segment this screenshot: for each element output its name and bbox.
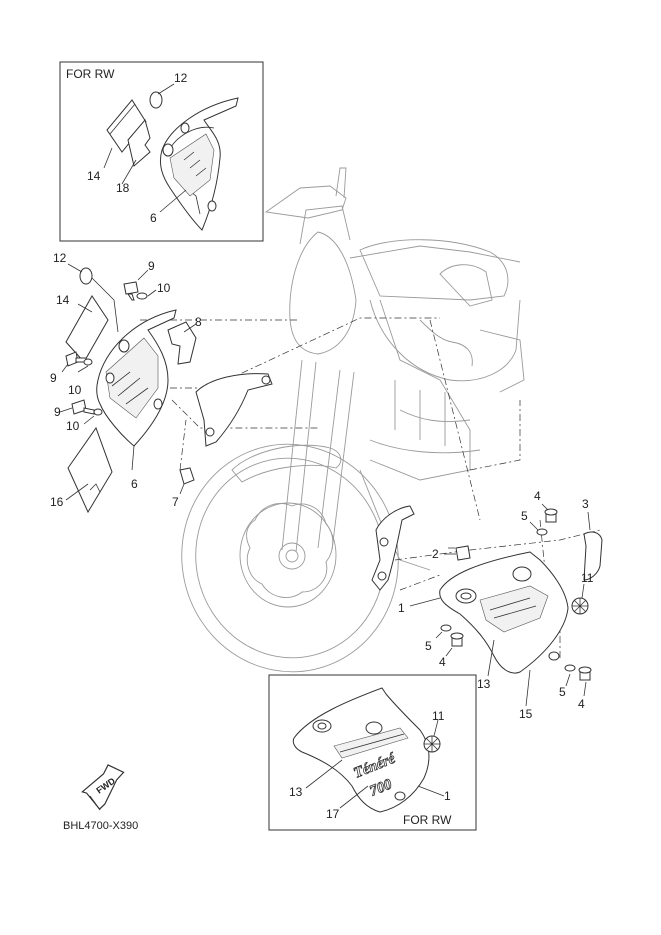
callout-14-top: 14: [87, 169, 101, 183]
sticker-14: [65, 295, 109, 363]
washer-10-middle: [83, 358, 93, 366]
inset-box-bottom: FOR RW 11 Ténéré 700 13 17 1: [268, 674, 477, 831]
bracket-8: [167, 321, 197, 365]
callout-11-rw: 11: [432, 709, 445, 723]
callout-4-top: 4: [534, 489, 541, 503]
callout-4-lower: 4: [439, 655, 446, 669]
left-cover-assembly: 12 9 10 14 8 6 9 10: [50, 251, 273, 514]
damper-5-right: [564, 664, 576, 672]
callout-5-lower: 5: [425, 639, 432, 653]
inset-bottom-title: FOR RW: [403, 813, 452, 827]
sticker-16: [67, 426, 113, 514]
callout-14-left: 14: [56, 293, 70, 307]
callout-9-middle: 9: [50, 371, 57, 385]
callout-17: 17: [326, 807, 340, 821]
motorcycle-outline: [181, 167, 525, 673]
callout-11-right: 11: [581, 571, 594, 585]
clip-7: [179, 467, 195, 485]
strip-3: [583, 531, 603, 581]
grommet-12-rw: [149, 91, 163, 109]
callout-6-top: 6: [150, 211, 157, 225]
collar-2: [455, 545, 471, 561]
inset-box-top: FOR RW 12 14 18 6: [59, 61, 264, 242]
callout-13-right: 13: [477, 677, 491, 691]
callout-9-upper: 9: [148, 259, 155, 273]
sticker-18-rw: [127, 118, 151, 167]
callout-4-right: 4: [578, 697, 585, 711]
right-cover-assembly: 4 5 3 2 1 11 5 4 13: [371, 489, 603, 721]
callout-5-top: 5: [521, 509, 528, 523]
washer-10-upper: [136, 292, 148, 300]
inset-top-title: FOR RW: [66, 67, 115, 81]
diagram-code: BHL4700-X390: [63, 820, 138, 832]
screw-9-upper: [123, 281, 139, 295]
callout-15: 15: [519, 707, 533, 721]
callout-18-top: 18: [116, 181, 130, 195]
damper-5-top: [536, 528, 548, 536]
callout-7: 7: [172, 495, 179, 509]
callout-5-right: 5: [559, 685, 566, 699]
callout-12-top: 12: [174, 71, 188, 85]
fwd-arrow: FWD: [81, 764, 125, 811]
callout-16: 16: [50, 495, 64, 509]
callout-2: 2: [432, 547, 439, 561]
callout-10-lower: 10: [66, 419, 80, 433]
callout-12-left: 12: [53, 251, 67, 265]
callout-3: 3: [582, 497, 589, 511]
callout-10-middle: 10: [68, 383, 82, 397]
callout-6-left: 6: [131, 477, 138, 491]
inner-bracket-left: [195, 373, 273, 447]
inner-bracket-right: [371, 505, 415, 591]
callout-10-upper: 10: [157, 281, 171, 295]
washer-10-lower: [93, 408, 103, 416]
damper-5-lower: [440, 624, 452, 632]
callout-8: 8: [195, 315, 202, 329]
callout-1-rw: 1: [444, 789, 451, 803]
callout-13-rw: 13: [289, 785, 303, 799]
callout-1-right: 1: [398, 601, 405, 615]
callout-9-lower: 9: [54, 405, 61, 419]
